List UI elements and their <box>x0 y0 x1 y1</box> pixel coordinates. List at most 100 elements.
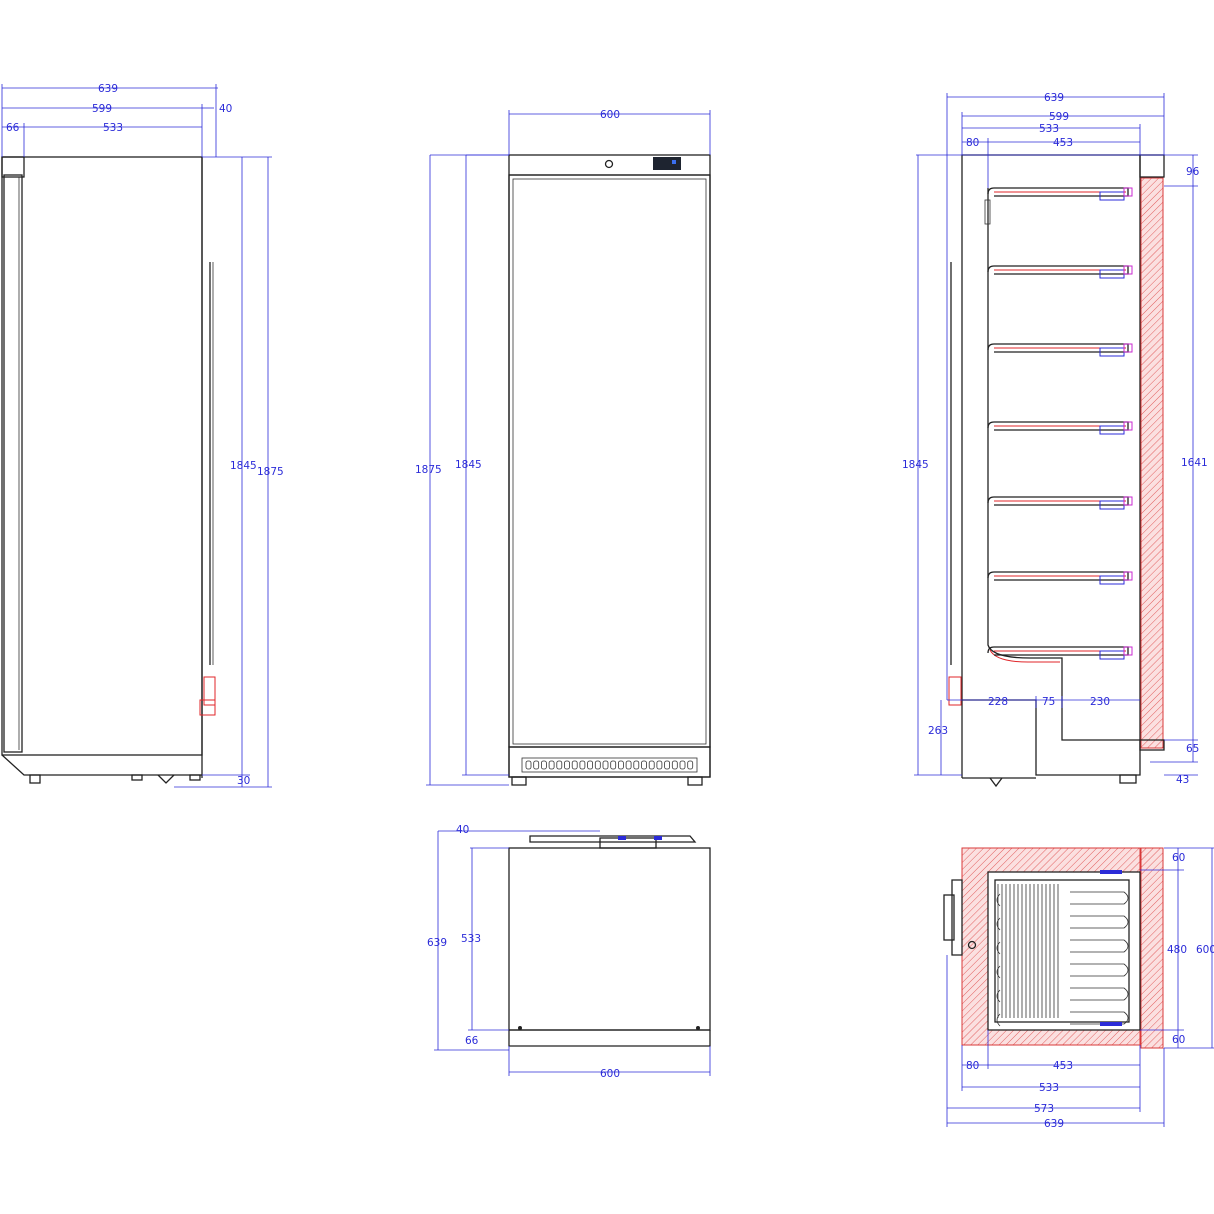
evaporator-coil <box>1070 963 1129 977</box>
plan-dim-60-top: 60 <box>1172 852 1185 864</box>
side-dim-599: 599 <box>92 103 112 115</box>
vent-slot <box>633 760 640 770</box>
vent-slot <box>618 760 624 770</box>
plan-hinge-bottom <box>1100 1022 1122 1026</box>
plan-section-view: 60 480 600 60 80 453 533 573 639 <box>943 847 1214 1130</box>
evaporator-coil <box>1070 939 1129 953</box>
section-cabinet-outline <box>961 154 1141 776</box>
vent-slot <box>671 760 678 770</box>
plan-dim-533: 533 <box>1039 1082 1059 1094</box>
shelf <box>987 343 1129 353</box>
side-dim-1875: 1875 <box>257 466 284 478</box>
evaporator-bend <box>996 917 1001 931</box>
shelf-support <box>1123 343 1133 353</box>
section-dim-43: 43 <box>1176 774 1189 786</box>
side-dim-533: 533 <box>103 122 123 134</box>
vent-slot <box>687 760 694 770</box>
side-caster <box>157 774 175 784</box>
section-dim-639: 639 <box>1044 92 1064 104</box>
side-foot-mid <box>131 774 143 781</box>
vent-slot <box>648 760 655 770</box>
vent-slot <box>641 760 647 770</box>
vent-slot <box>594 760 601 770</box>
front-cabinet-body <box>508 154 711 778</box>
evaporator-bend <box>996 1013 1001 1027</box>
plan-dim-639: 639 <box>1044 1118 1064 1130</box>
top-dim-639: 639 <box>427 937 447 949</box>
evaporator-bend <box>996 893 1001 907</box>
plan-dim-480: 480 <box>1167 944 1187 956</box>
vent-slot <box>556 760 563 770</box>
plan-dim-573: 573 <box>1034 1103 1054 1115</box>
plan-dimensions <box>946 847 1214 1127</box>
vent-slot <box>533 760 540 770</box>
evaporator-coil <box>1070 891 1129 905</box>
front-door <box>508 174 711 748</box>
section-dim-80: 80 <box>966 137 979 149</box>
top-cabinet-outline <box>508 847 711 1031</box>
side-foot-front <box>29 774 41 784</box>
vent-slot <box>625 760 632 770</box>
vent-slot <box>579 760 586 770</box>
section-foot <box>1119 774 1137 784</box>
section-dim-230: 230 <box>1090 696 1110 708</box>
side-base-plinth <box>1 754 202 776</box>
top-dim-533: 533 <box>461 933 481 945</box>
plan-dim-453: 453 <box>1053 1060 1073 1072</box>
side-dim-639: 639 <box>98 83 118 95</box>
top-door-edge <box>508 1030 711 1047</box>
vent-slot <box>541 760 547 770</box>
shelf <box>987 496 1129 506</box>
section-dim-75: 75 <box>1042 696 1055 708</box>
vent-slot <box>548 760 555 770</box>
plan-hinge-top <box>1100 870 1122 874</box>
side-foot-rear <box>189 774 201 781</box>
section-dim-1641: 1641 <box>1181 457 1208 469</box>
plan-compressor-box <box>943 894 955 941</box>
evaporator-coil <box>1070 987 1129 1001</box>
plan-interior <box>987 871 1141 1031</box>
top-dim-40: 40 <box>456 824 469 836</box>
plan-evaporator <box>994 879 1130 1023</box>
section-dim-65: 65 <box>1186 743 1199 755</box>
evaporator-coil <box>1070 915 1129 929</box>
section-caster <box>989 777 1003 788</box>
vent-slot <box>679 760 686 770</box>
top-dim-66: 66 <box>465 1035 479 1047</box>
side-dim-1845: 1845 <box>230 460 257 472</box>
side-cabinet-body <box>1 156 203 756</box>
shelf <box>987 421 1129 431</box>
side-dim-30: 30 <box>237 775 250 787</box>
shelf-support <box>1123 421 1133 431</box>
vent-slot <box>587 760 593 770</box>
front-dim-1875: 1875 <box>415 464 442 476</box>
front-dimensions <box>426 110 711 786</box>
plan-dim-80: 80 <box>966 1060 979 1072</box>
front-vent-grille <box>521 757 698 773</box>
top-rear-bracket <box>529 835 697 843</box>
side-compressor-hatch <box>203 676 216 706</box>
section-door-insulation <box>1140 177 1164 749</box>
section-compressor-hatch <box>948 676 962 706</box>
plan-door-insulation <box>1140 847 1164 1049</box>
vent-slot <box>525 760 532 770</box>
section-dim-263: 263 <box>928 725 948 737</box>
shelf <box>987 571 1129 581</box>
plan-rear-panel <box>951 879 963 956</box>
section-door-hinge-top <box>1139 154 1165 178</box>
front-foot-right <box>687 776 703 786</box>
evaporator-coil <box>1070 1011 1129 1025</box>
side-view: 639 599 40 66 533 1845 1875 30 <box>1 83 284 788</box>
vent-slot <box>664 760 670 770</box>
shelf-support <box>1123 187 1133 197</box>
front-lock-icon <box>604 159 614 169</box>
evaporator-bend <box>996 989 1001 1003</box>
top-dimensions <box>434 830 711 1076</box>
section-dim-599: 599 <box>1049 111 1069 123</box>
shelf-support <box>1123 571 1133 581</box>
section-view: 639 599 533 80 453 96 1845 1641 228 75 2… <box>902 92 1208 788</box>
side-top-cap <box>1 156 25 178</box>
top-dim-600: 600 <box>600 1068 620 1080</box>
front-view: 600 1875 1845 <box>415 109 711 786</box>
front-dim-600: 600 <box>600 109 620 121</box>
